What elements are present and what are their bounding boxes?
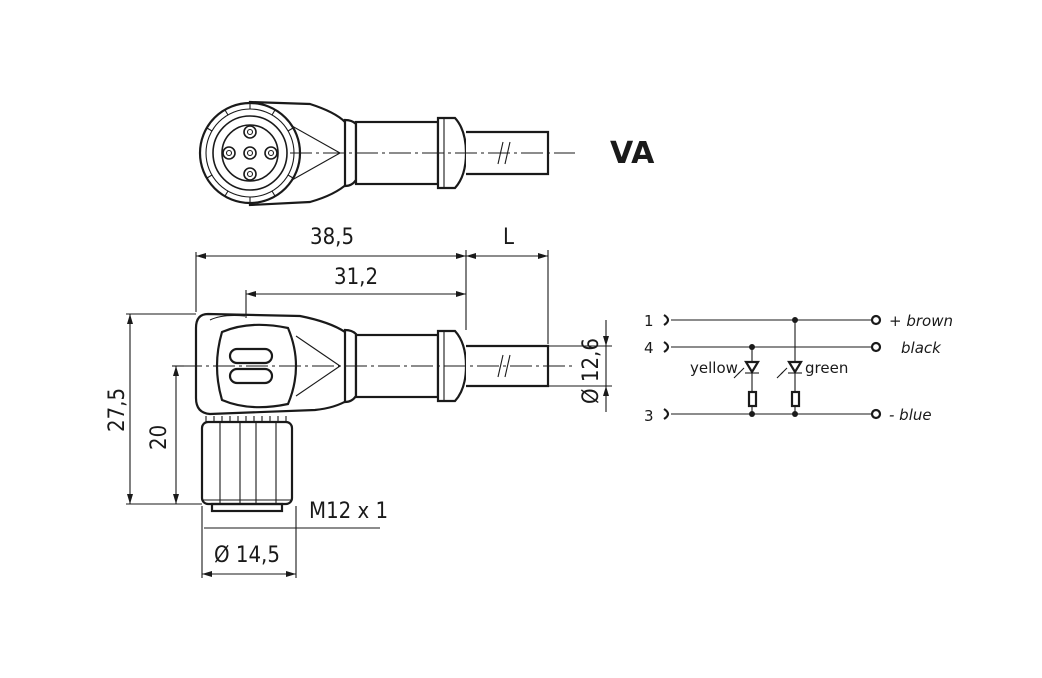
wire-label-brown: + brown	[889, 312, 953, 330]
top-view-coupling-nut	[198, 101, 302, 205]
side-view-body	[194, 312, 350, 416]
dimension-arrows	[127, 253, 609, 577]
dim-nut-diameter: Ø 14,5	[214, 543, 280, 568]
knurl-ticks	[206, 103, 294, 203]
dim-overall-length: 38,5	[310, 225, 354, 250]
top-view	[198, 100, 575, 207]
variant-label: VA	[610, 136, 655, 171]
side-view-window	[215, 323, 298, 409]
dim-cable-length: L	[503, 225, 514, 250]
dimension-lines	[126, 250, 612, 578]
nut-knurl	[205, 416, 287, 422]
pin-label-1: 1	[644, 312, 654, 330]
dim-body-length: 31,2	[334, 265, 378, 290]
led-label-green: green	[805, 359, 848, 377]
side-view-coupling-nut	[200, 420, 294, 506]
led-label-yellow: yellow	[690, 359, 738, 377]
dim-overall-height: 27,5	[105, 388, 130, 432]
dim-cable-diameter: Ø 12,6	[579, 338, 604, 404]
pin-label-4: 4	[644, 339, 654, 357]
pin-label-3: 3	[644, 407, 654, 425]
contact-pins	[222, 125, 278, 181]
dim-thread: M12 x 1	[309, 499, 388, 524]
wire-label-blue: - blue	[889, 406, 932, 424]
side-view	[180, 312, 575, 513]
wiring-diagram: 1 4 3 ye	[644, 312, 953, 425]
wire-label-black: black	[901, 339, 942, 357]
dim-axis-height: 20	[147, 425, 172, 450]
